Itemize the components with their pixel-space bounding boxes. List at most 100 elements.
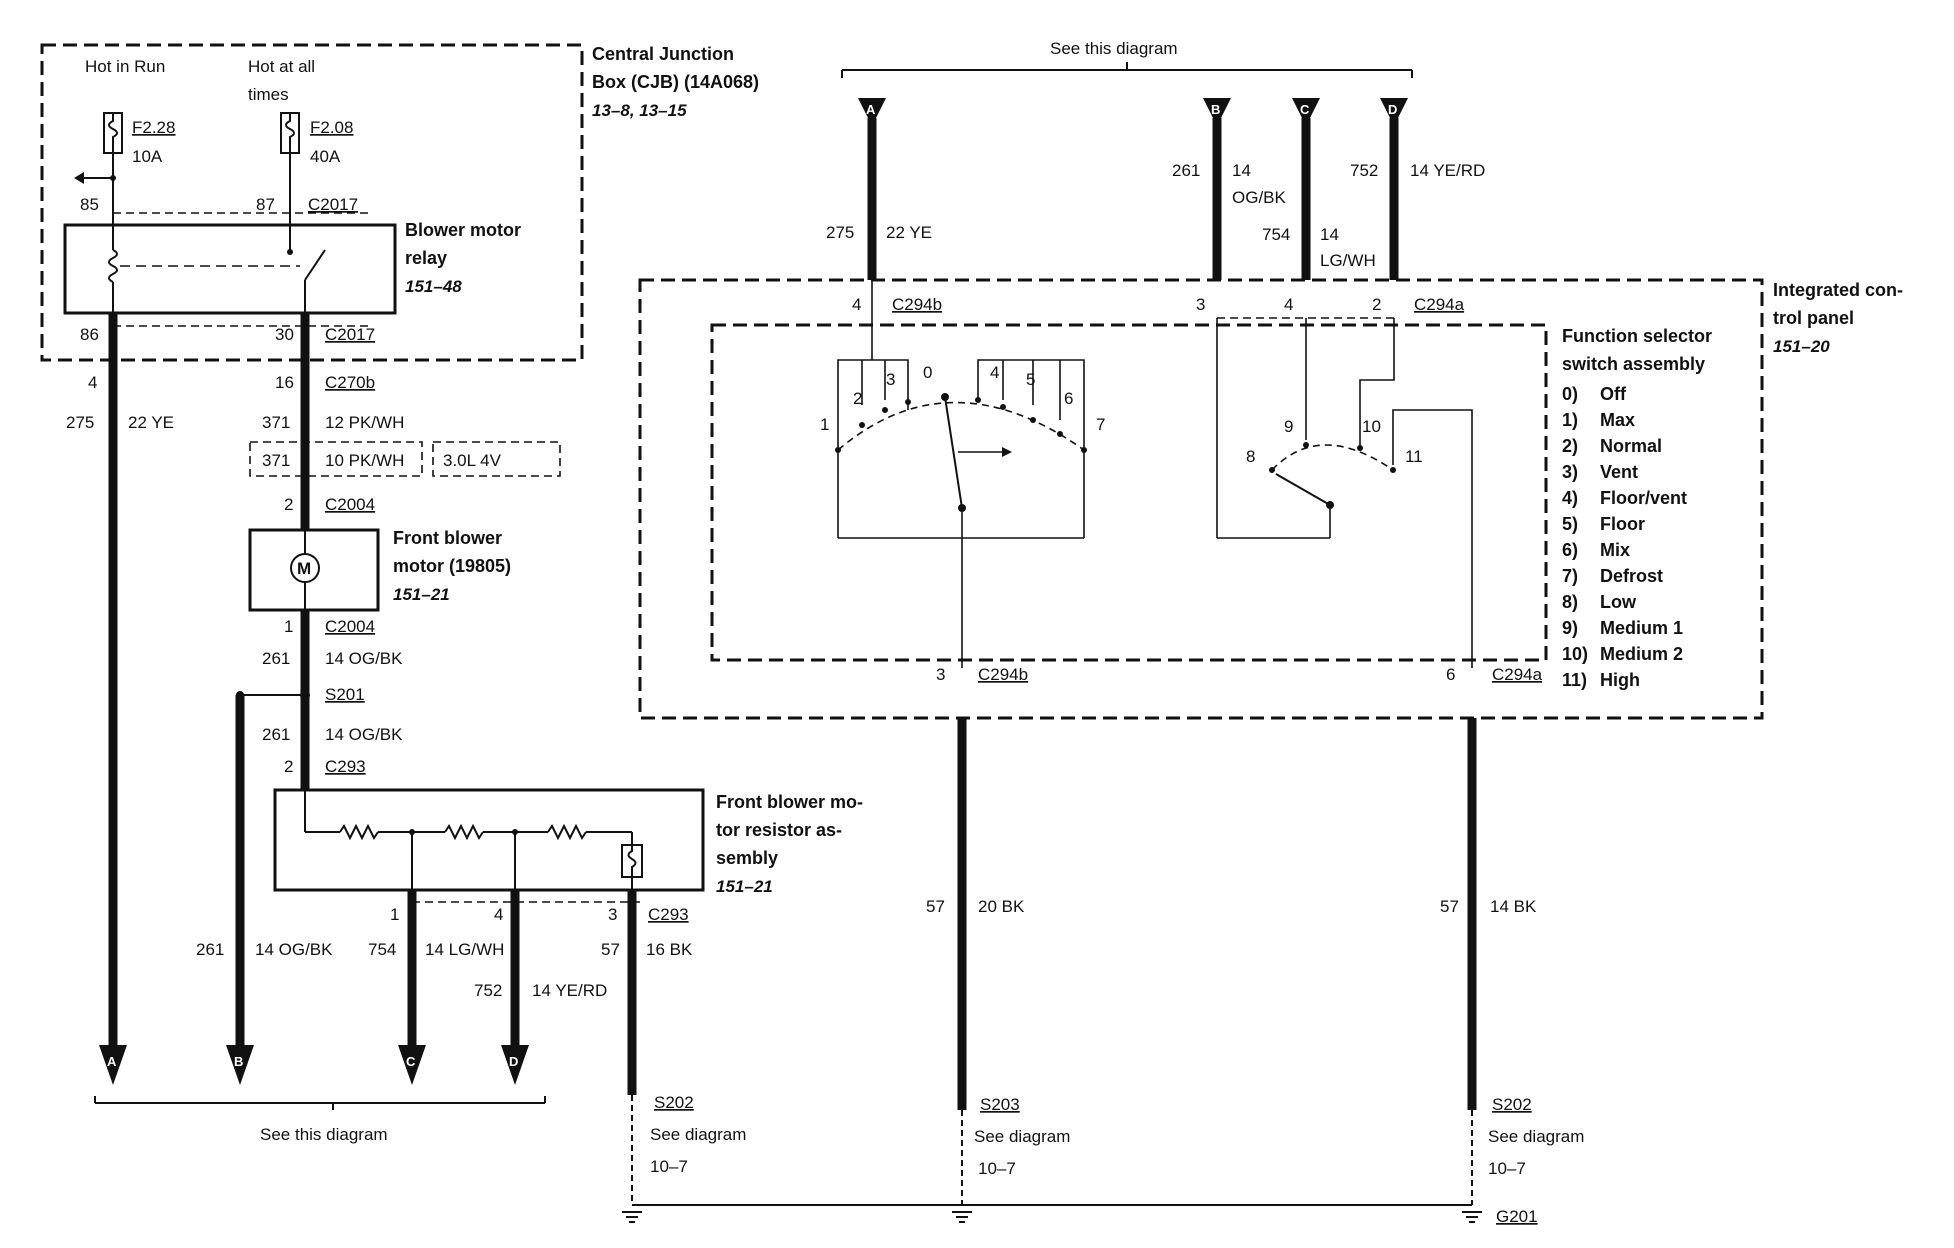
hot-at-all-times-label-2: times: [248, 85, 289, 104]
mode-num: 4): [1562, 488, 1578, 508]
ref-b: 10–7: [978, 1159, 1016, 1178]
cjb-ref: 13–8, 13–15: [592, 101, 687, 120]
hot-at-all-times-label: Hot at all: [248, 57, 315, 76]
connector-c294a-top: C294a: [1414, 295, 1465, 314]
resistor-pin-3: 3: [608, 905, 617, 924]
connector-c2017-bottom: C2017: [325, 325, 375, 344]
terminator-b-icon: B: [226, 1045, 254, 1085]
left-circuit-275: 275: [66, 413, 94, 432]
mode-position-3: 3: [886, 370, 895, 389]
ref-c: 10–7: [1488, 1159, 1526, 1178]
terminator-d-top-icon: D: [1380, 98, 1408, 126]
fuse-f208-id: F2.08: [310, 118, 353, 137]
circuit-261-b: 261: [262, 725, 290, 744]
mode-position-1: 1: [820, 415, 829, 434]
bottom-circuit-57c: 57: [1440, 897, 1459, 916]
motor-title: Front blower: [393, 528, 502, 548]
see-diagram-c: See diagram: [1488, 1127, 1584, 1146]
mode-num: 7): [1562, 566, 1578, 586]
ground-symbol-icon: [622, 1211, 642, 1223]
mode-name: Vent: [1600, 462, 1638, 482]
top-wire-752: 14 YE/RD: [1410, 161, 1485, 180]
left-pin-16: 16: [275, 373, 294, 392]
mode-position-2: 2: [853, 389, 862, 408]
wire-371-a: 12 PK/WH: [325, 413, 404, 432]
ground-g201: G201: [1496, 1207, 1538, 1226]
front-blower-motor-box: [248, 528, 380, 612]
speed-position-9: 9: [1284, 417, 1293, 436]
bottom-wire-57c: 14 BK: [1490, 897, 1537, 916]
splice-s201: S201: [325, 685, 365, 704]
connector-c2004-bottom: C2004: [325, 617, 375, 636]
mode-num: 2): [1562, 436, 1578, 456]
svg-text:C: C: [1300, 102, 1310, 117]
wire-371-b: 10 PK/WH: [325, 451, 404, 470]
terminator-c-icon: C: [398, 1045, 426, 1085]
svg-text:M: M: [297, 559, 311, 578]
mode-name: Medium 1: [1600, 618, 1683, 638]
see-this-diagram-bottom: See this diagram: [260, 1125, 388, 1144]
speed-position-10: 10: [1362, 417, 1381, 436]
motor-ref: 151–21: [393, 585, 450, 604]
blower-relay-box: [63, 223, 397, 315]
mode-num: 0): [1562, 384, 1578, 404]
bottom-bracket: [94, 1096, 546, 1110]
top-circuit-261: 261: [1172, 161, 1200, 180]
bottom-circuit-261: 261: [196, 940, 224, 959]
circuit-371-a: 371: [262, 413, 290, 432]
mode-name: Medium 2: [1600, 644, 1683, 664]
svg-text:D: D: [1388, 102, 1397, 117]
resistor-pin-2: 2: [284, 757, 293, 776]
pin-85: 85: [80, 195, 99, 214]
hot-in-run-label: Hot in Run: [85, 57, 165, 76]
selector-title: Function selector: [1562, 326, 1712, 346]
bottom-wire-752: 14 YE/RD: [532, 981, 607, 1000]
bottom-wire-57: 16 BK: [646, 940, 693, 959]
left-arrow-icon: [74, 172, 84, 184]
cjb-dashed-box: [40, 43, 584, 362]
circuit-261-a: 261: [262, 649, 290, 668]
svg-text:B: B: [234, 1054, 243, 1069]
mode-switch-icon: [835, 280, 1087, 668]
left-pin-4: 4: [88, 373, 97, 392]
bottom-circuit-754: 754: [368, 940, 396, 959]
relay-switch-icon: [287, 225, 326, 313]
connector-c294a-bottom: C294a: [1492, 665, 1543, 684]
connector-c270b: C270b: [325, 373, 375, 392]
pin-87: 87: [256, 195, 275, 214]
fuse-f208-rating: 40A: [310, 147, 341, 166]
splice-s203: S203: [980, 1095, 1020, 1114]
mode-name: Low: [1600, 592, 1637, 612]
mode-num: 1): [1562, 410, 1578, 430]
ground-symbol-icon: [1462, 1211, 1482, 1223]
fuse-f228-rating: 10A: [132, 147, 163, 166]
bottom-wire-754: 14 LG/WH: [425, 940, 504, 959]
resistor-ref: 151–21: [716, 877, 773, 896]
svg-text:C: C: [406, 1054, 416, 1069]
panel-title-2: trol panel: [1773, 308, 1854, 328]
top-wire-754-2: LG/WH: [1320, 251, 1376, 270]
top-wire-261-2: OG/BK: [1232, 188, 1287, 207]
connector-c293-top: C293: [325, 757, 366, 776]
cjb-title: Central Junction: [592, 44, 734, 64]
top-circuit-752: 752: [1350, 161, 1378, 180]
left-wire-275: 22 YE: [128, 413, 174, 432]
selector-title-2: switch assembly: [1562, 354, 1705, 374]
bottom-circuit-57: 57: [601, 940, 620, 959]
panel-ref: 151–20: [1773, 337, 1830, 356]
relay-coil-icon: [108, 225, 118, 313]
wire-261-a: 14 OG/BK: [325, 649, 403, 668]
panel-pin-2: 2: [1372, 295, 1381, 314]
splice-s202-a: S202: [654, 1093, 694, 1112]
svg-text:B: B: [1211, 102, 1220, 117]
mode-name: Off: [1600, 384, 1627, 404]
mode-num: 6): [1562, 540, 1578, 560]
motor-title-2: motor (19805): [393, 556, 511, 576]
mode-name: Normal: [1600, 436, 1662, 456]
connector-c293-bottom: C293: [648, 905, 689, 924]
mode-name: Mix: [1600, 540, 1630, 560]
see-diagram-a: See diagram: [650, 1125, 746, 1144]
svg-text:A: A: [866, 102, 876, 117]
ground-symbol-icon: [952, 1211, 972, 1223]
